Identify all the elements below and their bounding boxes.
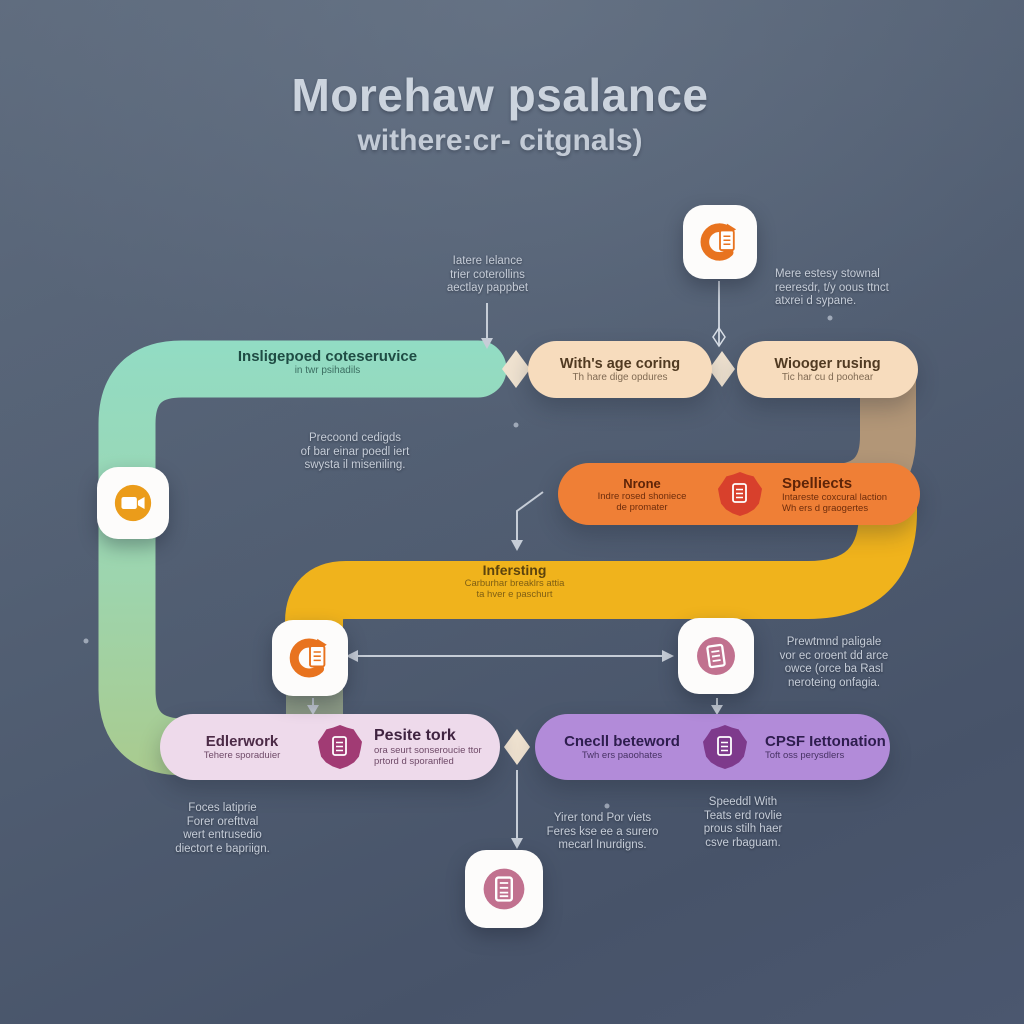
node-title: Infersting — [482, 562, 547, 578]
annotation-line: prous stilh haer — [703, 823, 783, 835]
node-subtitle: Toft oss perysdlers — [765, 750, 845, 761]
annotation-line: trier coterollins — [450, 268, 525, 281]
node-subtitle: in twr psihadils — [294, 365, 361, 376]
annotation-line: wert entrusedio — [183, 829, 262, 841]
annotation-line: Iatere Ielance — [452, 255, 523, 267]
document-seal-icon — [703, 725, 747, 769]
diagram-subtitle: withere:cr- citgnals) — [357, 124, 643, 157]
teal-flow-band — [98, 340, 507, 776]
diamond-connector — [502, 350, 530, 388]
annotation-line: Foces latiprie — [188, 802, 257, 814]
node-subtitle: ora seurt sonseroucie ttor — [374, 745, 482, 756]
annotation-bottom-middle: Yirer tond Por viets Feres kse ee a sure… — [520, 812, 685, 853]
annotation-line: Prewtmnd paligale — [786, 636, 882, 648]
node-subtitle: ta hver e paschurt — [476, 589, 553, 600]
refresh-document-icon — [683, 205, 757, 279]
diamond-connector — [709, 351, 735, 387]
node-title: CPSF Iettonation — [765, 733, 886, 750]
refresh-document-icon — [272, 620, 348, 696]
yellow-flow-band — [285, 498, 917, 668]
node-subtitle: Th hare dige opdures — [572, 372, 668, 383]
annotation-line: Yirer tond Por viets — [553, 812, 652, 824]
annotation-line: atxrei d sypane. — [775, 295, 857, 307]
video-camera-icon — [97, 467, 169, 539]
arrow-heads — [307, 338, 723, 849]
node-orange-right: Spelliects Intareste coxcural laction Wh… — [768, 475, 887, 514]
annotation-line: neroteing onfagia. — [787, 676, 881, 689]
document-icon — [678, 618, 754, 694]
node-purple-right: CPSF Iettonation Toft oss perysdlers — [753, 733, 886, 761]
node-title: Pesite tork — [374, 727, 456, 744]
node-subtitle: Twh ers paoohates — [581, 750, 663, 761]
annotation-line: Feres kse ee a surero — [546, 825, 659, 838]
node-title: Edlerwork — [205, 733, 279, 750]
annotation-line: reeresdr, t/y oous ttnct — [775, 281, 889, 294]
annotation-line: diectort e bapriign. — [175, 842, 270, 855]
node-teal-label: Insligepoed coteseruvice in twr psihadil… — [165, 348, 490, 376]
annotation-mid-left: Precoond cedigds of bar einar poedl iert… — [270, 432, 440, 473]
connector-lines — [312, 281, 726, 838]
annotation-bottom-right: Speeddl With Teats erd rovlie prous stil… — [668, 796, 818, 850]
node-peach-1: With's age coring Th hare dige opdures — [528, 341, 712, 398]
node-purple-left: Cnecll beteword Twh ers paoohates — [547, 733, 697, 761]
document-icon — [465, 850, 543, 928]
node-title: Wiooger rusing — [774, 356, 881, 372]
annotation-line: mecarl Inurdigns. — [558, 839, 647, 851]
diagram-title: Morehaw psalance — [291, 69, 709, 121]
annotation-line: Mere estesy stownal — [775, 268, 880, 280]
diamond-connectors — [502, 350, 735, 765]
node-yellow-label: Infersting Carburhar breaklrs attia ta h… — [397, 562, 632, 600]
node-subtitle: Wh ers d graogertes — [782, 502, 869, 514]
node-subtitle: Intareste coxcural laction — [782, 491, 888, 503]
node-title: Nrone — [623, 475, 661, 491]
node-pink-left: Edlerwork Tehere sporaduier — [172, 733, 312, 761]
annotation-top-right: Mere estesy stownal reeresdr, t/y oous t… — [775, 268, 925, 309]
annotation-line: Precoond cedigds — [308, 432, 402, 444]
annotation-bottom-left: Foces latiprie Forer orefttval wert entr… — [140, 802, 305, 856]
node-pink-right: Pesite tork ora seurt sonseroucie ttor p… — [368, 727, 482, 767]
node-subtitle: Tic har cu d poohear — [781, 372, 874, 383]
node-title: Cnecll beteword — [564, 733, 680, 750]
node-peach-2: Wiooger rusing Tic har cu d poohear — [737, 341, 918, 398]
node-orange-left: Nrone Indre rosed shoniece de promater — [572, 476, 712, 513]
decorative-dots — [83, 315, 833, 809]
annotation-line: Forer orefttval — [186, 815, 259, 828]
node-subtitle: de promater — [616, 501, 668, 513]
document-seal-icon — [718, 472, 762, 516]
node-subtitle: Indre rosed shoniece — [597, 490, 687, 502]
node-title: Insligepoed coteseruvice — [237, 348, 418, 365]
annotation-top-middle: Iatere Ielance trier coterollins aectlay… — [400, 255, 575, 296]
node-subtitle: prtord d sporanfled — [374, 756, 454, 767]
annotation-line: vor ec oroent dd arce — [779, 649, 889, 662]
diamond-connector — [504, 729, 530, 765]
node-title: With's age coring — [559, 356, 681, 372]
annotation-line: owce (orce ba Rasl — [784, 663, 884, 675]
node-orange: Nrone Indre rosed shoniece de promater S… — [558, 463, 920, 525]
node-pink: Edlerwork Tehere sporaduier Pesite tork … — [160, 714, 500, 780]
node-title: Spelliects — [782, 474, 853, 492]
document-seal-icon — [318, 725, 362, 769]
annotation-line: csve rbaguam. — [705, 836, 781, 849]
node-subtitle: Tehere sporaduier — [203, 750, 281, 761]
annotation-line: Speeddl With — [708, 796, 778, 808]
annotation-line: of bar einar poedl iert — [300, 445, 410, 458]
node-purple: Cnecll beteword Twh ers paoohates CPSF I… — [535, 714, 890, 780]
annotation-line: Teats erd rovlie — [704, 809, 782, 822]
annotation-line: aectlay pappbet — [446, 282, 529, 294]
node-subtitle: Carburhar breaklrs attia — [464, 578, 565, 589]
annotation-line: swysta il miseniling. — [304, 459, 406, 471]
annotation-mid-right: Prewtmnd paligale vor ec oroent dd arce … — [758, 636, 910, 690]
